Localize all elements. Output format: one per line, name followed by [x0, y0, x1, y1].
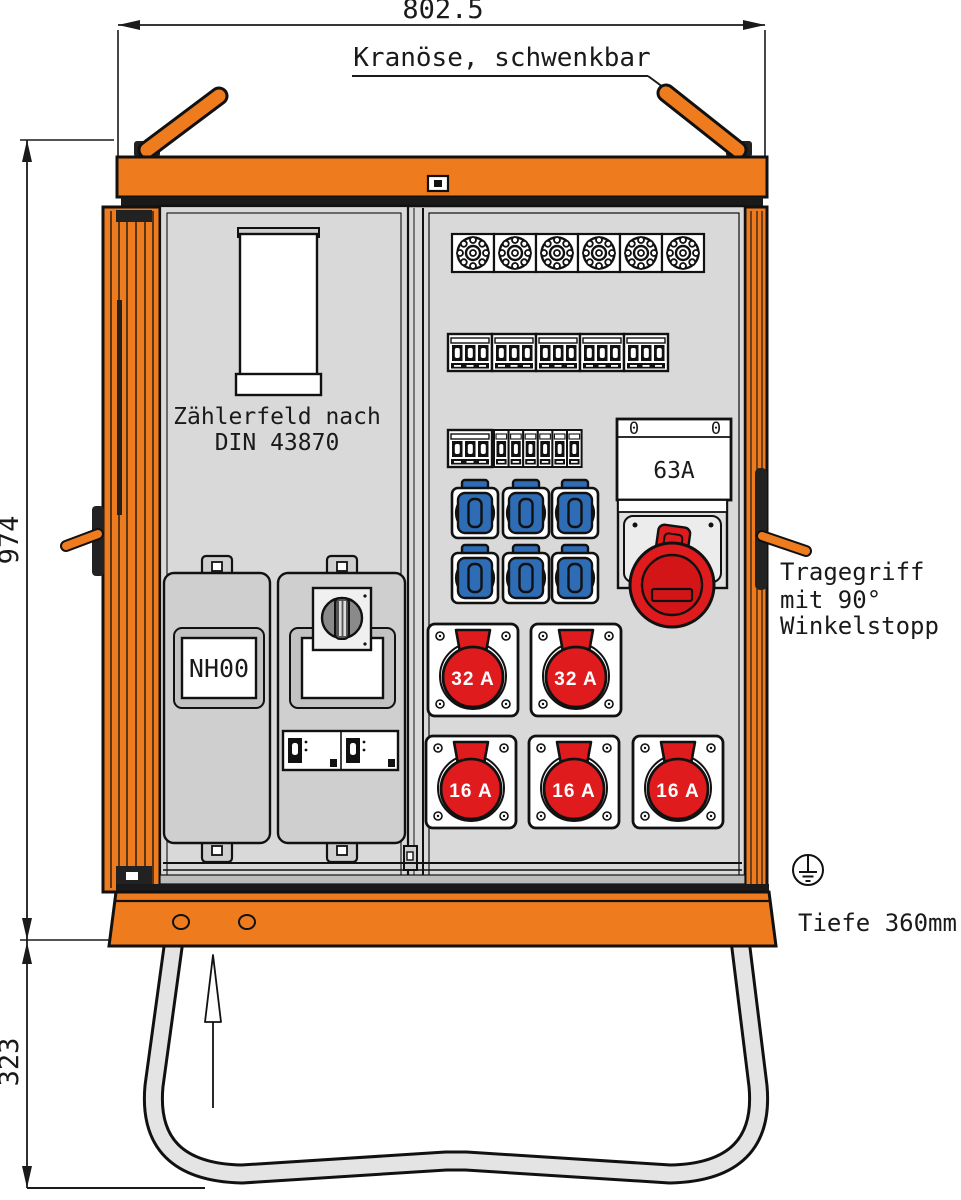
switch-panel — [276, 554, 407, 864]
schuko-row-1 — [450, 478, 600, 540]
hinge-divider — [403, 174, 450, 884]
schuko-row-2 — [450, 543, 600, 605]
mcb-3pole — [578, 332, 626, 373]
right-wall — [743, 205, 769, 894]
crane-eye-right — [656, 83, 752, 160]
schuko-socket — [501, 543, 551, 605]
equipment-panel: 0 0 63A — [424, 212, 740, 878]
schuko-socket — [550, 543, 600, 605]
cee32-label-2: 32 A — [554, 669, 597, 690]
left-door-edge — [101, 205, 162, 894]
handle-label-line1: Tragegriff — [780, 558, 925, 586]
mcb-1pole — [566, 429, 583, 468]
dim-body-height-label: 974 — [0, 516, 25, 565]
fuse-module — [450, 232, 496, 274]
mcb-1pole — [551, 429, 568, 468]
fuse-module — [492, 232, 538, 274]
carry-handle-callout: Tragegriff mit 90° Winkelstopp — [780, 558, 939, 640]
mcb-1pole — [507, 429, 525, 468]
schuko-socket — [550, 478, 600, 540]
dimension-width: 802.5 — [117, 0, 766, 158]
fuse-module — [618, 232, 664, 274]
arrowhead-left — [118, 20, 140, 30]
mcb-3pole — [622, 332, 670, 373]
main-switch-box: 0 0 63A — [615, 417, 733, 502]
mcb-1pole — [522, 429, 539, 468]
mcb-3pole — [446, 428, 494, 469]
fuse-module — [660, 232, 706, 274]
mcb-row-1 — [446, 332, 670, 373]
fuse-module — [576, 232, 622, 274]
meter-label-line1: Zählerfeld nach — [173, 404, 381, 430]
nh00-label: NH00 — [189, 654, 249, 683]
cee16-label-3: 16 A — [656, 781, 699, 802]
cee32-sockets: 32 A 32 A — [426, 622, 623, 718]
depth-label: Tiefe 360mm — [798, 909, 957, 937]
meter-label-line2: DIN 43870 — [215, 430, 340, 456]
mcb-1pole — [493, 429, 510, 468]
nh00-panel: NH00 — [162, 554, 272, 864]
mcb-1pole — [536, 429, 554, 468]
arrowhead-right — [743, 20, 765, 30]
cee16-label-2: 16 A — [552, 781, 595, 802]
rotary-switch — [311, 586, 373, 652]
cable-entry-arrow — [204, 954, 222, 1108]
handle-label-line3: Winkelstopp — [780, 612, 939, 640]
dim-width-label: 802.5 — [402, 0, 483, 25]
fuse-module — [534, 232, 580, 274]
handle-label-line2: mit 90° — [780, 586, 881, 614]
mcb-3pole — [446, 332, 494, 373]
schuko-socket — [450, 543, 500, 605]
cabinet-base — [107, 884, 778, 948]
left-door-handle — [60, 506, 104, 576]
terminal-mark-right: 0 — [711, 419, 721, 439]
fuse-row — [450, 232, 706, 274]
breaker-strip — [281, 729, 400, 772]
meter-window — [234, 227, 323, 397]
dimension-stand-height: 323 — [0, 940, 205, 1189]
cee63-socket — [616, 498, 729, 629]
earth-symbol-icon — [792, 854, 824, 886]
crane-eye-callout: Kranöse, schwenkbar — [352, 43, 668, 91]
crane-eye-label: Kranöse, schwenkbar — [353, 43, 650, 73]
cable-gland-hole — [172, 914, 190, 930]
stand-frame — [142, 929, 770, 1185]
dim-stand-height-label: 323 — [0, 1038, 25, 1087]
dimension-body-height: 974 — [0, 139, 114, 941]
mcb-3pole — [534, 332, 582, 373]
mcb-row-2 — [446, 428, 583, 469]
main-switch-rating: 63A — [653, 458, 695, 484]
terminal-mark-left: 0 — [629, 419, 639, 439]
schuko-socket — [450, 478, 500, 540]
cee16-label-1: 16 A — [449, 781, 492, 802]
cable-gland-hole — [238, 914, 256, 930]
carry-handle — [756, 530, 812, 557]
schuko-socket — [501, 478, 551, 540]
crane-eye-left — [134, 86, 229, 160]
cee32-label-1: 32 A — [451, 669, 494, 690]
cee16-sockets: 16 A 16 A 16 A — [424, 734, 725, 830]
mcb-3pole — [490, 332, 538, 373]
